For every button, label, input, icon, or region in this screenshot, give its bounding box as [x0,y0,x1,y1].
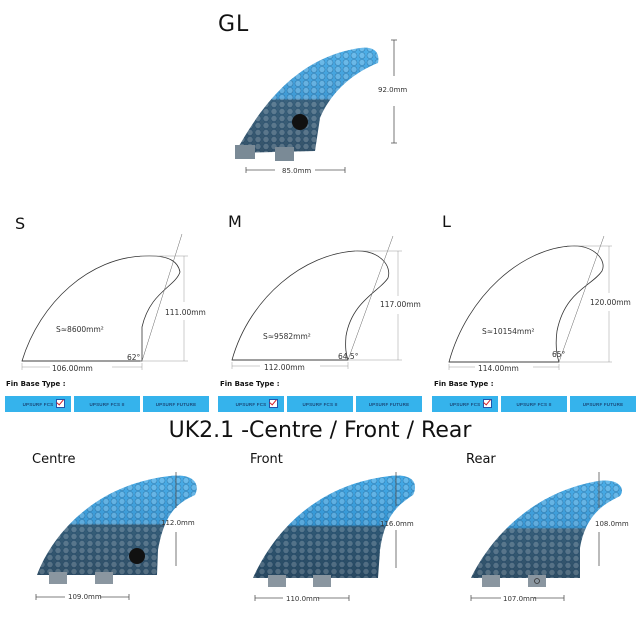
rear-base-label: 107.0mm [503,595,537,603]
gl-height-label: 92.0mm [378,86,408,94]
fin-base-options-l: UPSURF FCS UPSURF FCS II UPSURF FUTURE [432,396,636,412]
size-s-base: 106.00mm [52,364,93,373]
size-s-height: 111.00mm [165,308,206,317]
size-l-diagram [448,235,612,370]
fin-base-options-s: UPSURF FCS UPSURF FCS II UPSURF FUTURE [5,396,209,412]
size-l-height: 120.00mm [590,298,631,307]
fin-base-options-m: UPSURF FCS UPSURF FCS II UPSURF FUTURE [218,396,422,412]
rear-fin-image [470,472,622,601]
size-l-label: L [442,212,451,231]
uk-section-title: UK2.1 -Centre / Front / Rear [168,418,472,443]
option-upsurf-fcs[interactable]: UPSURF FCS [218,396,284,412]
option-upsurf-fcs-ii[interactable]: UPSURF FCS II [287,396,353,412]
option-upsurf-fcs[interactable]: UPSURF FCS [432,396,498,412]
size-s-label: S [15,214,26,233]
fin-base-type-label-s: Fin Base Type : [6,380,66,388]
option-upsurf-fcs-ii[interactable]: UPSURF FCS II [74,396,140,412]
fin-base-type-label-l: Fin Base Type : [434,380,494,388]
front-fin-image [253,472,416,601]
checkbox-checked-icon[interactable] [483,399,492,408]
front-height-label: 116.0mm [380,520,414,528]
centre-fin-image [35,472,197,600]
size-m-base: 112.00mm [264,363,305,372]
size-s-angle: 62° [127,353,141,362]
option-upsurf-fcs[interactable]: UPSURF FCS [5,396,71,412]
front-base-label: 110.0mm [286,595,320,603]
centre-base-label: 109.0mm [68,593,102,601]
option-upsurf-future[interactable]: UPSURF FUTURE [356,396,422,412]
rear-label: Rear [466,452,496,467]
option-upsurf-future[interactable]: UPSURF FUTURE [570,396,636,412]
checkbox-checked-icon[interactable] [269,399,278,408]
centre-label: Centre [32,452,76,467]
centre-height-label: 112.0mm [161,519,195,527]
size-l-base: 114.00mm [478,364,519,373]
option-upsurf-future[interactable]: UPSURF FUTURE [143,396,209,412]
gl-base-label: 85.0mm [282,167,312,175]
rear-height-label: 108.0mm [595,520,629,528]
gl-fin-image [235,39,397,173]
size-m-height: 117.00mm [380,300,421,309]
fin-base-type-label-m: Fin Base Type : [220,380,280,388]
checkbox-checked-icon[interactable] [56,399,65,408]
size-s-area: S≈8600mm² [56,325,104,334]
size-m-label: M [228,212,242,231]
option-upsurf-fcs-ii[interactable]: UPSURF FCS II [501,396,567,412]
size-m-area: S≈9582mm² [263,332,311,341]
size-l-area: S≈10154mm² [482,327,535,336]
size-m-diagram [231,235,402,369]
front-label: Front [250,452,283,467]
size-s-diagram [21,233,188,370]
size-m-angle: 64.5° [338,352,359,361]
size-l-angle: 65° [552,350,566,359]
gl-title: GL [218,12,250,37]
